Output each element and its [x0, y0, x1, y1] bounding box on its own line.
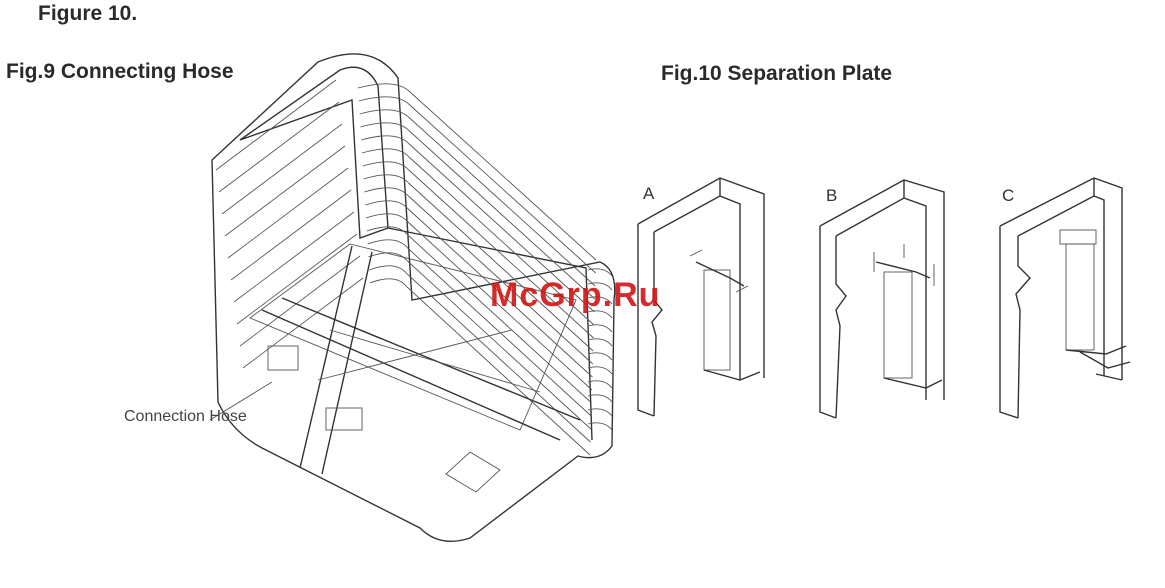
panel-letter-c: C: [1002, 186, 1014, 206]
separation-plate-step-c: [1000, 178, 1130, 418]
watermark: McGrp.Ru: [490, 276, 660, 315]
separation-plate-step-b: [820, 180, 944, 418]
panel-letter-b: B: [826, 186, 837, 206]
panel-letter-a: A: [643, 184, 654, 204]
